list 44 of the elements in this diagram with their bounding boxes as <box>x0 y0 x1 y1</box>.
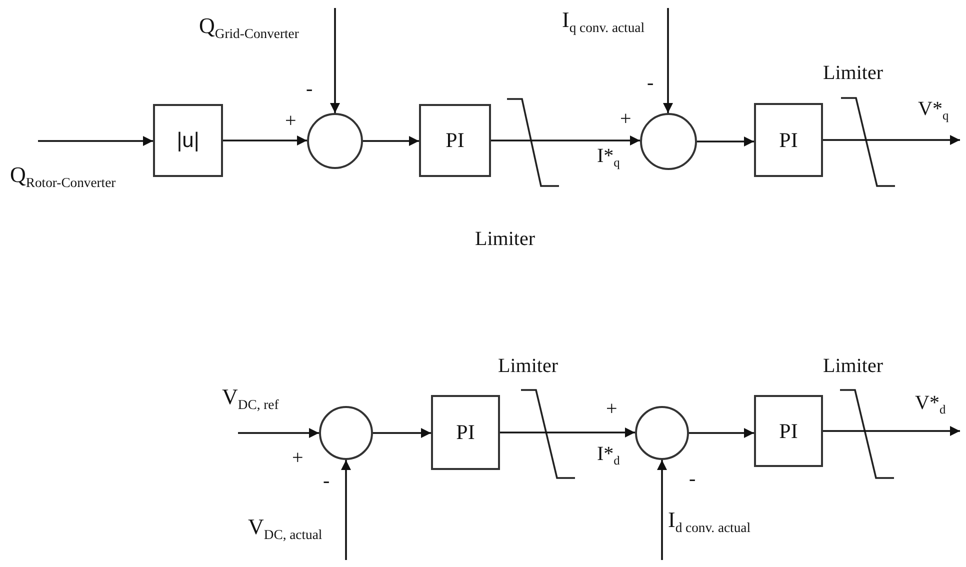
signal-label: I*$_{q}$ <box>597 145 620 170</box>
arrow <box>657 460 667 560</box>
summing-junction <box>319 406 373 460</box>
signal-label: Q$_{Rotor-Converter}$ <box>10 163 116 190</box>
arrow <box>491 136 640 146</box>
pi-controller-block: PI <box>754 395 823 467</box>
pi-controller-block: PI <box>754 103 823 177</box>
signal-label: I$_{q conv. actual}$ <box>562 8 644 35</box>
arrow <box>330 8 340 113</box>
signal-label: V*$_{d}$ <box>915 392 946 417</box>
arrow <box>238 428 319 438</box>
pi-controller-block: PI <box>431 395 500 470</box>
signal-label: V$_{DC, actual}$ <box>248 515 322 542</box>
arrow <box>38 136 153 146</box>
signal-label: V*$_{q}$ <box>918 98 949 123</box>
signal-label: Limiter <box>475 228 535 250</box>
arrow <box>363 136 419 146</box>
arrow <box>500 428 635 438</box>
arrow <box>373 428 431 438</box>
signal-label: - <box>323 470 330 492</box>
arrow <box>223 136 307 146</box>
signal-label: Limiter <box>823 355 883 377</box>
signal-label: - <box>647 72 654 94</box>
signal-label: + <box>285 110 296 132</box>
signal-label: Limiter <box>498 355 558 377</box>
signal-label: + <box>292 447 304 469</box>
arrow <box>823 135 960 145</box>
arrow <box>689 428 754 438</box>
signal-label: Limiter <box>823 62 883 84</box>
signal-label: - <box>689 468 696 490</box>
signal-label: I*$_{d}$ <box>597 443 620 468</box>
signal-label: - <box>306 78 313 100</box>
pi-controller-block: PI <box>419 104 491 177</box>
summing-junction <box>635 406 689 460</box>
signal-label: Q$_{Grid-Converter}$ <box>199 14 299 41</box>
signal-label: + <box>606 398 618 420</box>
arrow <box>341 460 351 560</box>
magnitude-block: |u| <box>153 104 223 177</box>
signal-label: V$_{DC, ref}$ <box>222 385 279 412</box>
arrow <box>663 8 673 113</box>
signal-label: + <box>620 108 632 130</box>
signal-label: I$_{d conv. actual}$ <box>668 508 750 535</box>
arrow <box>823 426 960 436</box>
arrow <box>697 136 754 146</box>
